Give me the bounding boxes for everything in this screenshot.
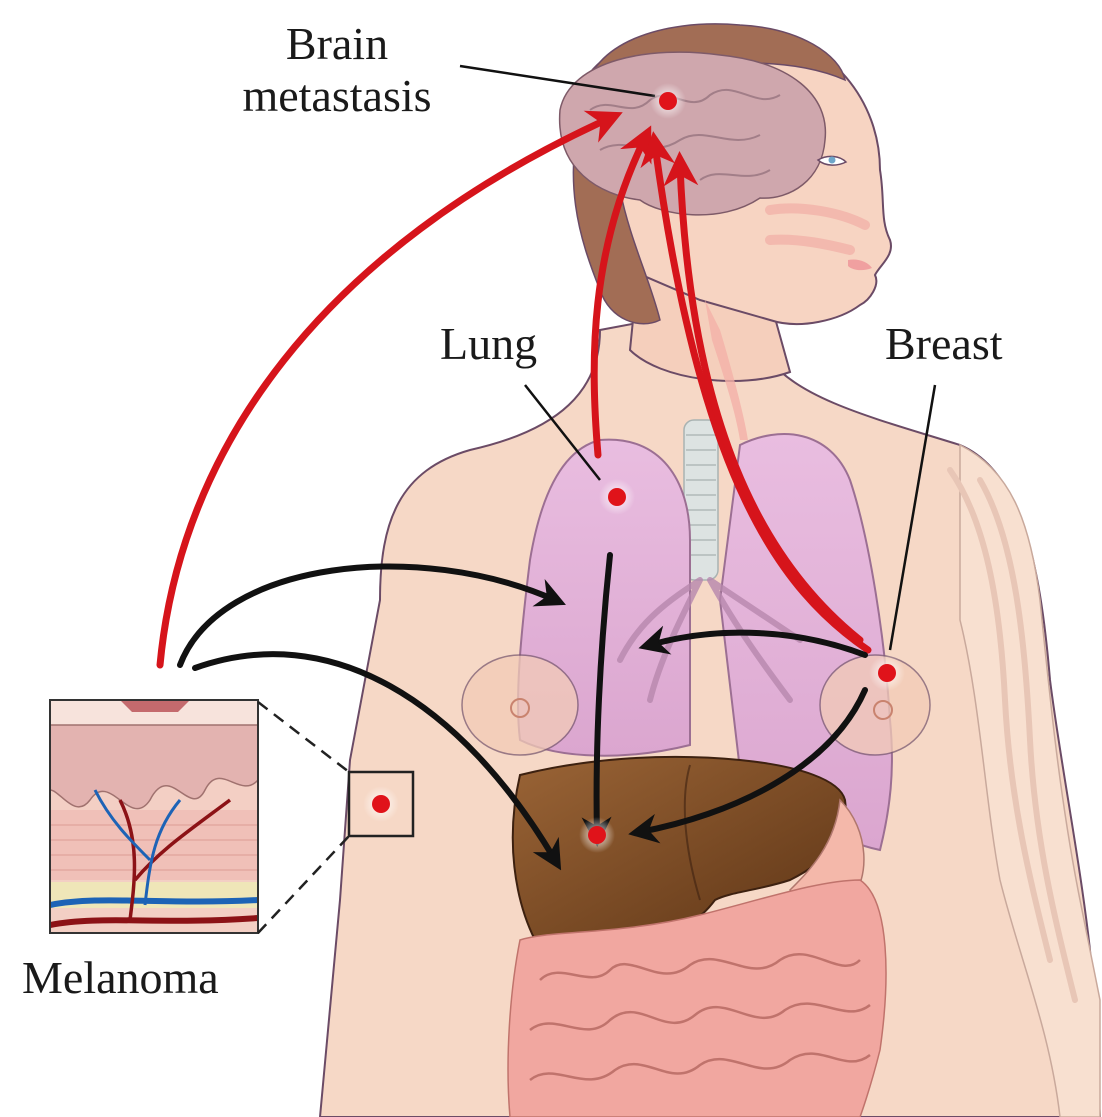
label-brain-line1: Brain	[212, 18, 462, 70]
label-melanoma: Melanoma	[22, 952, 219, 1004]
dot-brain	[650, 83, 686, 119]
iris	[829, 157, 836, 164]
dot-liver	[579, 817, 615, 853]
zoom-lines	[258, 702, 349, 933]
label-brain-line2: metastasis	[212, 70, 462, 122]
dot-lung	[599, 479, 635, 515]
dot-melanoma-arm	[363, 786, 399, 822]
dot-breast	[869, 655, 905, 691]
label-brain-metastasis: Brain metastasis	[212, 18, 462, 121]
label-breast: Breast	[885, 318, 1003, 370]
tumor-on-skin	[120, 700, 190, 712]
label-lung: Lung	[440, 318, 537, 370]
breast-left	[462, 655, 578, 755]
skin-inset	[50, 700, 258, 933]
